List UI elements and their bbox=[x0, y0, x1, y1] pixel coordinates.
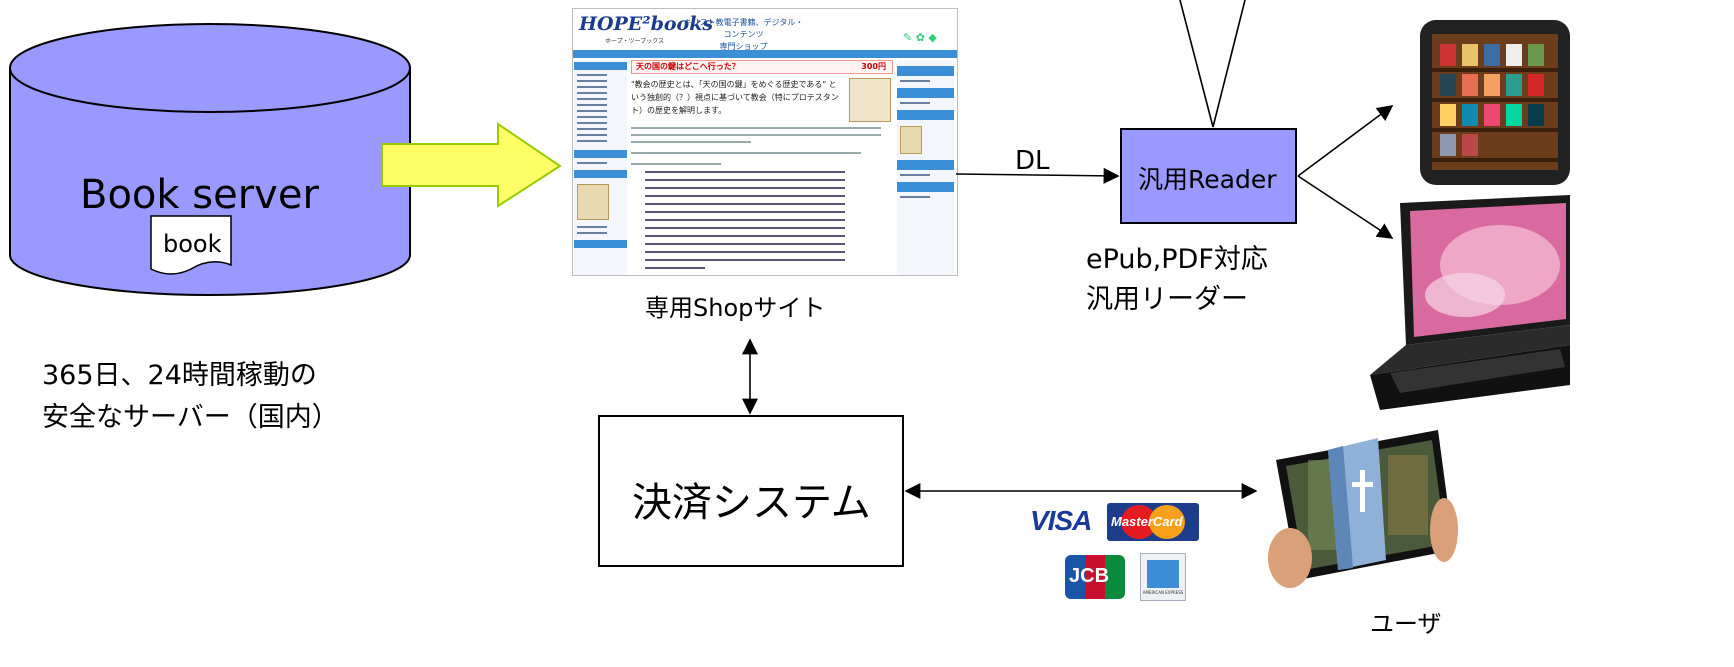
book-label: book bbox=[163, 230, 222, 258]
shop-item-price: 300円 bbox=[861, 62, 886, 71]
shop-main-content: 天の国の鍵はどこへ行った？ 300円 "教会の歴史とは、「天の国の鍵」をめぐる歴… bbox=[631, 60, 893, 275]
shop-navbar bbox=[573, 50, 957, 58]
shop-caption: 専用Shopサイト bbox=[645, 294, 826, 322]
mastercard-logo-text: MasterCard bbox=[1111, 514, 1183, 529]
jcb-logo-text: JCB bbox=[1069, 565, 1110, 587]
shop-item-title: 天の国の鍵はどこへ行った？ bbox=[636, 62, 740, 71]
jcb-logo: JCB bbox=[1065, 555, 1125, 599]
shop-tagline: キリスト教電子書籍、デジタル・コンテンツ 専門ショップ bbox=[681, 17, 806, 53]
mastercard-logo: MasterCard bbox=[1107, 503, 1199, 541]
upload-block-arrow bbox=[381, 122, 562, 208]
server-caption-line2: 安全なサーバー（国内） bbox=[42, 402, 339, 433]
shop-item-lead: "教会の歴史とは、「天の国の鍵」をめぐる歴史である" という独創的（？）視点に基… bbox=[631, 80, 839, 115]
book-document-icon bbox=[150, 215, 232, 275]
payment-system-label: 決済システム bbox=[632, 480, 871, 526]
shop-left-sidebar bbox=[574, 60, 627, 275]
shop-logo-sub: ホープ・ツーブックス bbox=[605, 38, 665, 45]
amex-logo-text: AMERICAN EXPRESS bbox=[1142, 590, 1184, 595]
shop-item-title-bar: 天の国の鍵はどこへ行った？ 300円 bbox=[631, 60, 893, 74]
user-tablet-image bbox=[1268, 430, 1458, 588]
shop-tagline-line1: キリスト教電子書籍、デジタル・コンテンツ bbox=[683, 18, 804, 39]
shop-logo: HOPE²books bbox=[579, 13, 714, 35]
reader-caption-line2: 汎用リーダー bbox=[1086, 284, 1248, 315]
shop-item-cover bbox=[849, 78, 891, 122]
user-label: ユーザ bbox=[1370, 610, 1442, 638]
reader-laptop-arrow bbox=[1297, 175, 1394, 239]
book-server-label: Book server bbox=[80, 172, 319, 218]
ipad-device-image bbox=[1420, 20, 1570, 185]
shop-tagline-line2: 専門ショップ bbox=[719, 42, 768, 51]
server-caption: 365日、24時間稼動の 安全なサーバー（国内） bbox=[42, 355, 339, 439]
ipad-bookshelf-screen bbox=[1432, 34, 1558, 170]
dl-label: DL bbox=[1015, 146, 1050, 176]
server-caption-line1: 365日、24時間稼動の bbox=[42, 360, 317, 391]
shop-right-sidebar bbox=[897, 60, 954, 275]
reader-caption-line1: ePub,PDF対応 bbox=[1086, 244, 1268, 275]
payment-system-box bbox=[598, 415, 904, 567]
reader-ipad-arrow bbox=[1297, 105, 1394, 177]
shop-left-thumbnail bbox=[577, 184, 609, 220]
reader-antenna-right bbox=[1212, 0, 1246, 128]
reader-caption: ePub,PDF対応 汎用リーダー bbox=[1086, 240, 1268, 320]
reader-label: 汎用Reader bbox=[1138, 165, 1277, 194]
reader-box bbox=[1120, 128, 1297, 224]
dl-arrow bbox=[955, 167, 1120, 184]
book-server-cylinder bbox=[9, 23, 411, 296]
laptop-device-image bbox=[1370, 195, 1570, 410]
reader-antenna-left bbox=[1179, 0, 1214, 128]
amex-logo: AMERICAN EXPRESS bbox=[1140, 553, 1186, 601]
shop-tool-icons: ✎ ✿ ◆ bbox=[903, 31, 937, 44]
visa-logo: VISA bbox=[1030, 505, 1092, 536]
shop-site-screenshot: HOPE²books ホープ・ツーブックス キリスト教電子書籍、デジタル・コンテ… bbox=[572, 8, 958, 276]
